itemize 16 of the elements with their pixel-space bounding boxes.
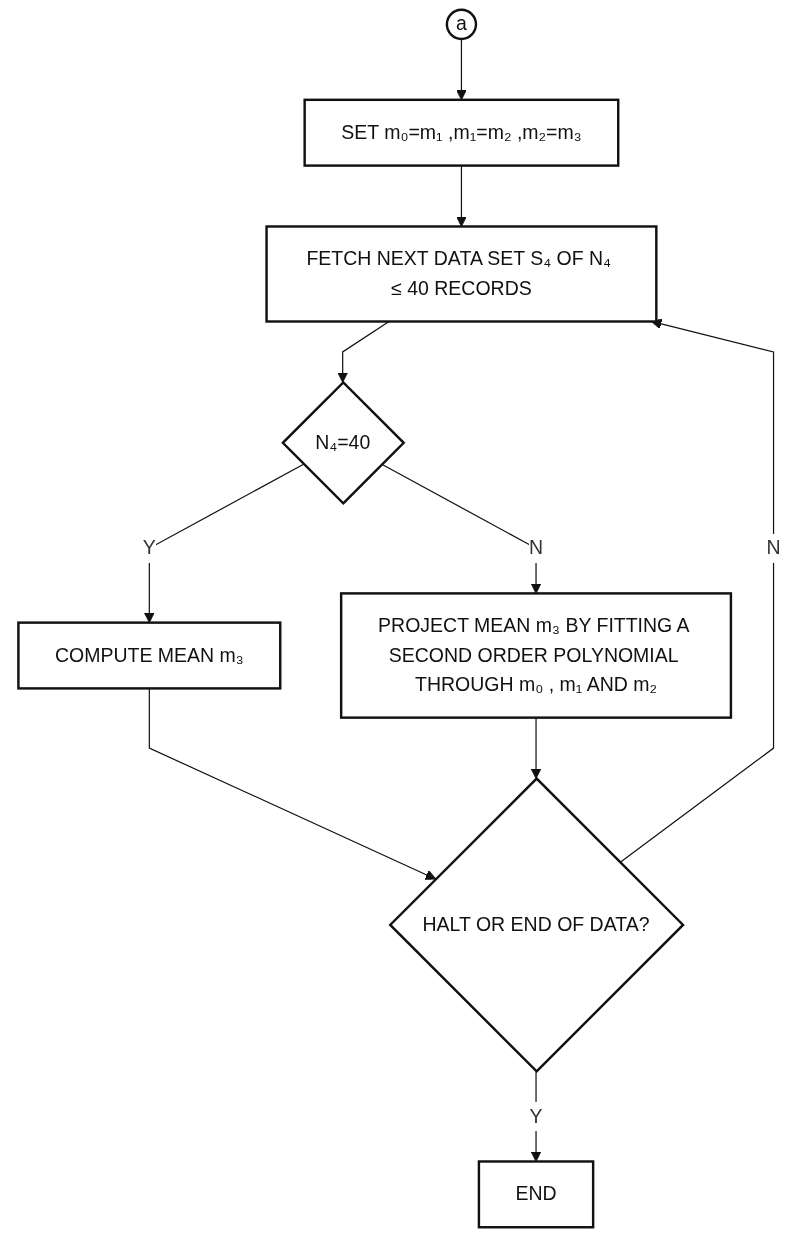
node-diamond: HALT OR END OF DATA? xyxy=(388,776,685,1074)
node-box: FETCH NEXT DATA SET S₄ OF N₄ ≤ 40 RECORDS xyxy=(265,225,658,323)
arrow xyxy=(456,165,467,227)
edge-label: N xyxy=(766,537,781,559)
node-box: PROJECT MEAN m₃ BY FITTING A SECOND ORDER POLYNOMIAL THROUGH m₀ , m₁ AND m₂ xyxy=(339,592,733,719)
edge-label: Y xyxy=(142,537,156,559)
arrow xyxy=(530,717,542,779)
node-box: SET m₀=m₁ ,m₁=m₂ ,m₂=m₃ xyxy=(303,98,620,167)
node-box: END xyxy=(477,1160,595,1229)
node-diamond: N₄=40 xyxy=(281,380,406,505)
node-circle: a xyxy=(445,8,478,41)
arrow xyxy=(619,318,775,864)
arrow xyxy=(381,463,542,594)
edge-label: N xyxy=(528,537,544,559)
edge-label: Y xyxy=(529,1105,543,1127)
node-box: COMPUTE MEAN m₃ xyxy=(17,621,282,690)
